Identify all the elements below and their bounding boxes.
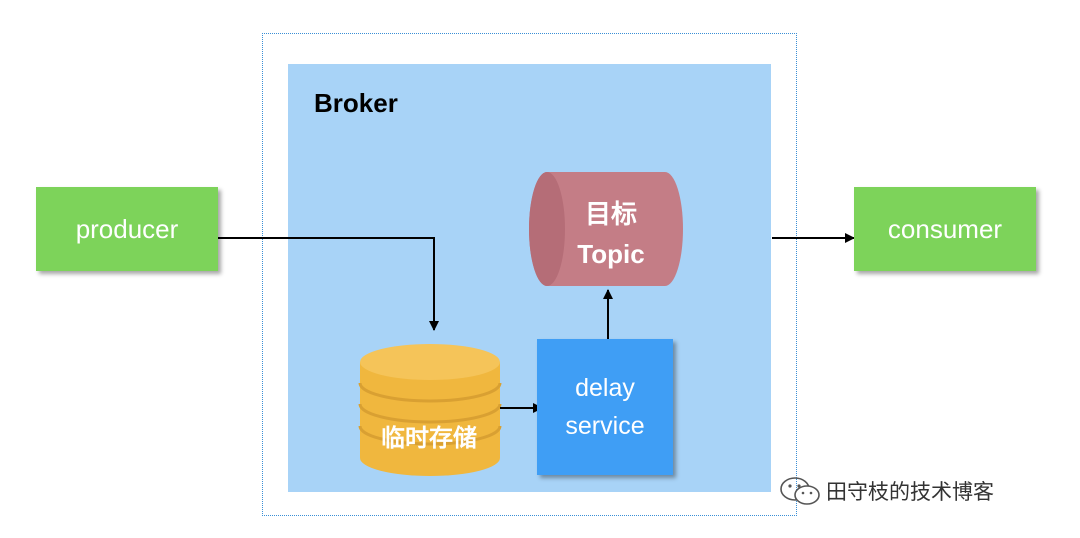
wechat-icon [780, 477, 820, 505]
producer-label: producer [75, 213, 179, 244]
producer-box: producer [36, 187, 218, 271]
delay-service-line1: delay [575, 374, 635, 402]
outer-dotted-frame [262, 33, 797, 516]
delay-service-box: delay service [537, 339, 673, 475]
topic-cylinder [529, 172, 683, 286]
topic-label: 目标 Topic [556, 194, 666, 274]
broker-title: Broker [314, 88, 398, 118]
consumer-box: consumer [854, 187, 1036, 271]
topic-label-line1: 目标 [584, 199, 637, 229]
temp-storage-label: 临时存储 [381, 425, 477, 452]
consumer-label: consumer [887, 213, 1003, 244]
topic-label-line2: Topic [577, 239, 645, 269]
watermark-text: 田守枝的技术博客 [826, 481, 994, 504]
watermark: 田守枝的技术博客 [778, 476, 994, 506]
temp-storage-cylinder [358, 344, 502, 476]
producer-to-storage-arrow [218, 237, 439, 331]
delay-service-line2: service [565, 412, 645, 440]
